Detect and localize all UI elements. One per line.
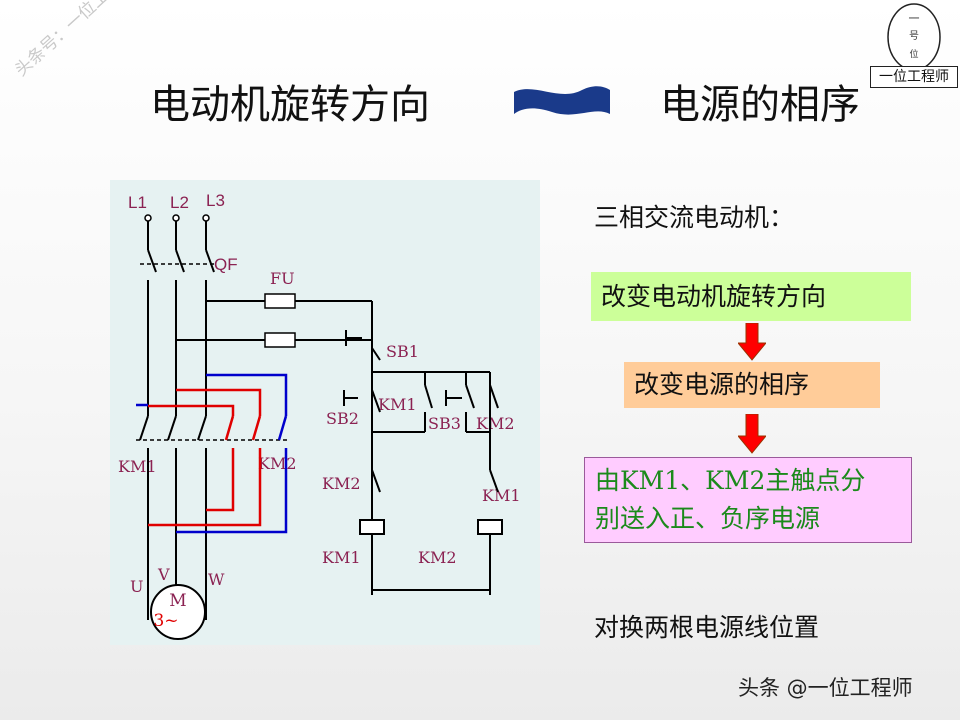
subtitle-three-phase-motor: 三相交流电动机：: [594, 203, 795, 232]
arrow-down-icon: [738, 323, 766, 361]
label-sb1: SB1: [386, 342, 419, 361]
label-sb3: SB3: [428, 414, 461, 433]
title-wave-icon: [514, 86, 610, 115]
label-l3: L3: [206, 191, 225, 210]
label-aux-km1: KM1: [378, 395, 417, 414]
engineer-logo-icon: 一 号 位: [887, 3, 941, 71]
logo-label: 一位工程师: [870, 66, 958, 88]
motor-3phase-label: 3~: [153, 611, 178, 631]
label-w: W: [208, 570, 225, 589]
label-aux-km2: KM2: [476, 414, 515, 433]
box3-line-1: 由KM1、KM2主触点分: [595, 466, 866, 495]
label-interlock-km1: KM1: [482, 486, 521, 505]
change-phase-sequence-box: 改变电源的相序: [624, 362, 880, 408]
contactor-explanation-box: 由KM1、KM2主触点分 别送入正、负序电源: [584, 457, 912, 543]
logo-glyph-1: 一: [909, 12, 920, 25]
box3-line-2: 别送入正、负序电源: [595, 504, 821, 533]
swap-wires-note: 对换两根电源线位置: [594, 613, 820, 642]
logo-glyph-3: 位: [909, 48, 918, 60]
label-l1: L1: [128, 193, 147, 212]
logo-glyph-2: 号: [909, 30, 919, 42]
motor-reversing-circuit-diagram: L1 L2 L3 QF FU SB1 SB2 SB3 KM1 KM2 KM1 K…: [110, 180, 540, 645]
label-v: V: [157, 565, 170, 584]
label-main-km2: KM2: [258, 454, 297, 473]
label-interlock-km2: KM2: [322, 474, 361, 493]
arrow-down-icon: [738, 414, 766, 454]
label-qf: QF: [214, 255, 238, 274]
label-main-km1: KM1: [118, 457, 157, 476]
title-phase-sequence: 电源的相序: [660, 82, 860, 128]
label-coil-km1: KM1: [322, 548, 361, 567]
label-u: U: [130, 577, 143, 596]
label-coil-km2: KM2: [418, 548, 457, 567]
label-sb2: SB2: [326, 409, 359, 428]
label-l2: L2: [170, 193, 189, 212]
footer-watermark: 头条 @一位工程师: [738, 676, 913, 700]
label-fu: FU: [270, 269, 295, 288]
title-rotation-direction: 电动机旋转方向: [150, 82, 430, 128]
motor-m-label: M: [169, 591, 186, 611]
diagonal-watermark: 头条号：一位工程师: [11, 0, 139, 81]
change-rotation-box: 改变电动机旋转方向: [591, 272, 911, 321]
